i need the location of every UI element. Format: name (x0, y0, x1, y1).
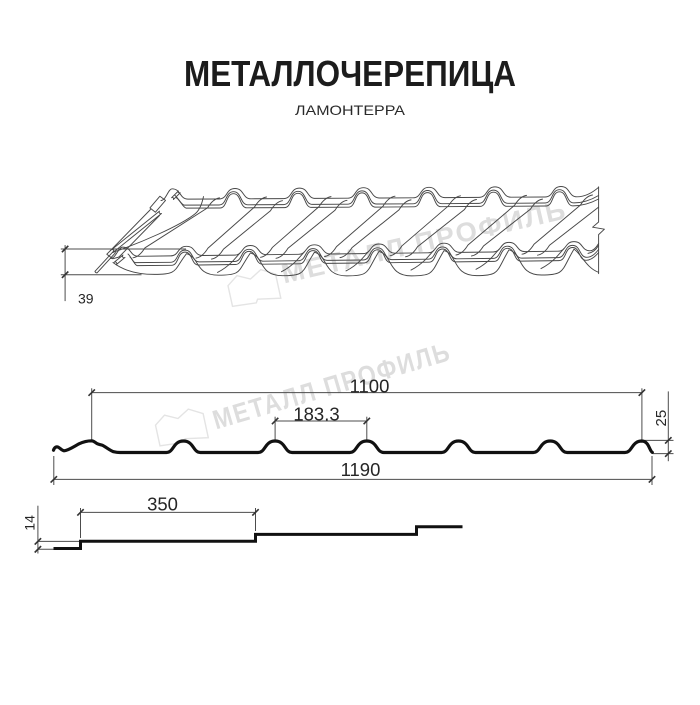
svg-text:350: 350 (147, 493, 178, 514)
svg-text:14: 14 (21, 515, 37, 531)
svg-text:МЕТАЛЛОЧЕРЕПИЦА: МЕТАЛЛОЧЕРЕПИЦА (184, 53, 516, 94)
svg-text:1190: 1190 (341, 459, 381, 480)
svg-text:25: 25 (653, 410, 670, 427)
svg-text:183.3: 183.3 (293, 403, 339, 424)
svg-text:ЛАМОНТЕРРА: ЛАМОНТЕРРА (295, 103, 406, 118)
svg-text:1100: 1100 (350, 375, 390, 396)
svg-text:39: 39 (78, 290, 94, 306)
